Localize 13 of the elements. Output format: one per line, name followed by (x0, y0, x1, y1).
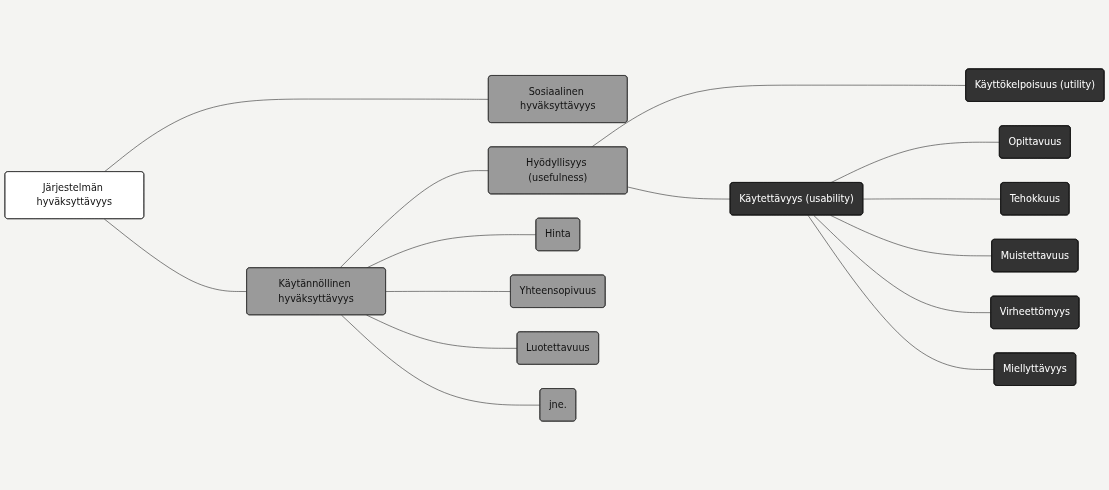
connector (339, 170, 489, 269)
connector (104, 218, 248, 292)
connector (627, 186, 731, 200)
connector (366, 314, 518, 349)
connector (813, 215, 992, 313)
connector (830, 215, 993, 257)
connector (862, 198, 1002, 200)
connector (104, 98, 489, 173)
connector (341, 314, 541, 406)
connector (591, 84, 967, 148)
connector (830, 141, 1000, 184)
connector (807, 215, 995, 370)
connector (385, 291, 512, 292)
